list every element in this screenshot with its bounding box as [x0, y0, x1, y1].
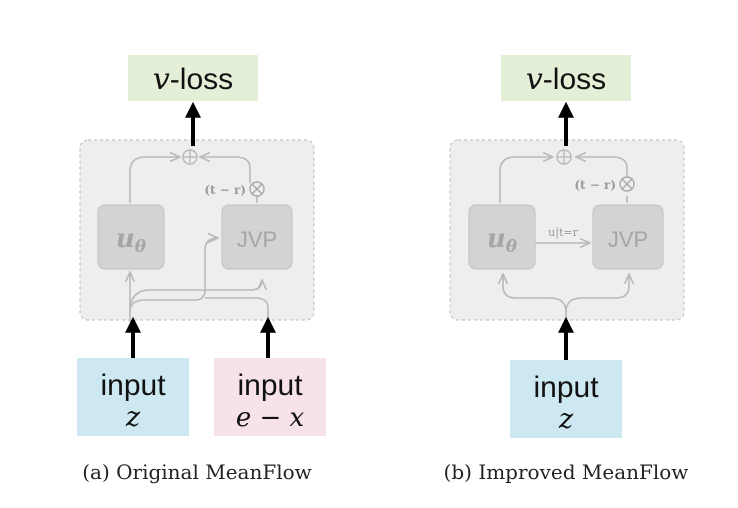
theta-subscript: θ: [506, 237, 518, 257]
caption-improved: (b) Improved MeanFlow: [444, 460, 689, 484]
time-scale-label: (t − r): [574, 178, 616, 192]
time-scale-label: (t − r): [204, 183, 246, 197]
main-arrows: [125, 101, 276, 358]
caption-original: (a) Original MeanFlow: [82, 460, 312, 484]
u-symbol: u: [116, 224, 135, 254]
u-theta-node: [468, 204, 536, 270]
v-loss-label: v-loss: [153, 62, 233, 97]
z-split-right-edge: [565, 274, 629, 313]
ex-to-jvp-edge: [205, 297, 269, 322]
theta-subscript: θ: [135, 237, 147, 257]
internal-connections: [129, 157, 269, 322]
sum-node: [182, 149, 198, 165]
v-loss-variable: v: [526, 62, 543, 97]
u-theta-label: uθ: [487, 224, 518, 257]
v-loss-suffix: -loss: [543, 63, 606, 96]
v-loss-box: [501, 55, 631, 101]
u-theta-node: [97, 204, 165, 270]
input-z-variable: z: [558, 404, 574, 435]
v-loss-label: v-loss: [526, 62, 606, 97]
diagram-original-meanflow: v-loss (t − r) uθ: [77, 55, 326, 484]
input-z-title: input: [533, 371, 599, 404]
jvp-node: [592, 204, 664, 270]
input-ex-title: input: [237, 369, 303, 402]
u-at-t-equals-r-label: u|t=r: [548, 226, 578, 240]
sum-node: [556, 149, 572, 165]
diagram-improved-meanflow: v-loss (t − r) uθ u|t=r JVP: [444, 55, 689, 484]
v-loss-variable: v: [153, 62, 170, 97]
input-z-box: [510, 360, 622, 438]
input-ex-box: [214, 358, 326, 436]
input-z-box: [77, 358, 189, 436]
input-z-variable: z: [125, 402, 141, 433]
jvp-label: JVP: [237, 227, 277, 252]
jvp-node: [221, 204, 293, 270]
u-theta-label: uθ: [116, 224, 147, 257]
z-split-left-edge: [503, 274, 567, 322]
jvp-label: JVP: [608, 227, 648, 252]
u-to-sum-edge: [499, 157, 553, 203]
input-z-title: input: [100, 369, 166, 402]
internal-connections: [500, 157, 629, 322]
z-to-jvp-edge: [129, 238, 218, 313]
mult-to-sum-edge: [576, 157, 628, 183]
z-to-jvp-edge-2: [129, 280, 262, 313]
v-loss-suffix: -loss: [170, 63, 233, 96]
mult-to-sum-edge: [200, 157, 251, 183]
multiply-node: [249, 181, 265, 197]
multiply-node: [619, 176, 635, 192]
v-loss-box: [128, 55, 258, 101]
u-symbol: u: [487, 224, 506, 254]
u-to-sum-edge: [129, 157, 180, 203]
input-ex-variable: e − x: [236, 403, 305, 433]
